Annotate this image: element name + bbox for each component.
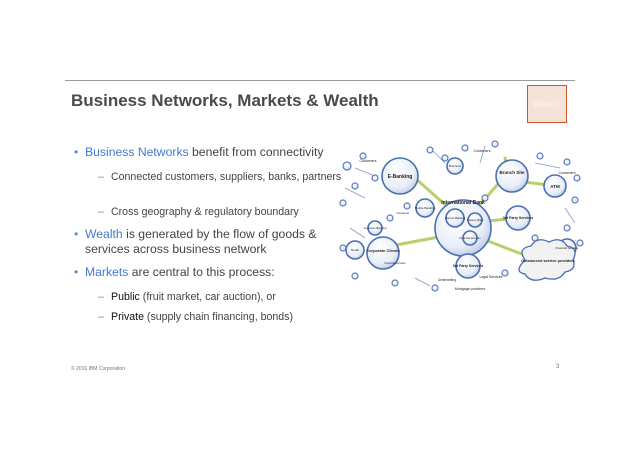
business-label: Business	[449, 164, 462, 168]
bullet-wealth: • Wealth is generated by the flow of goo…	[74, 227, 317, 256]
mobile-banking-label: Mobile Banking	[415, 206, 436, 210]
business-node	[446, 157, 464, 175]
third-party-2-label: 3rd Party Services	[453, 264, 484, 268]
bullet-text: is generated by the flow of goods & serv…	[85, 227, 317, 256]
bullet-text: benefit from connectivity	[188, 145, 324, 159]
big-nodes	[345, 157, 577, 279]
treasury-label: Treasury Bank	[467, 218, 484, 222]
sub-bullet-text: (supply chain financing, bonds)	[143, 311, 293, 323]
node-labels: E-Banking Branch Site ATM International …	[351, 149, 579, 291]
mortgage-label: Mortgage providers	[455, 287, 485, 291]
financial-services-label: Financial Services	[556, 246, 579, 250]
internet-banking-label: Internet Banking	[445, 216, 466, 220]
title-rule	[65, 80, 575, 81]
bullet-text: are central to this process:	[128, 265, 275, 279]
sub-bullet-highlight: Private	[111, 311, 144, 323]
what-badge: What?	[527, 85, 567, 123]
small-nodes	[339, 140, 584, 292]
customers-label: Customers	[559, 171, 576, 175]
customer-label: Customer	[396, 211, 409, 215]
international-bank-label: International Bank	[441, 200, 485, 206]
customer-banking-node	[367, 220, 383, 236]
financial-services-label: Financial Services	[459, 236, 481, 240]
slide-title: Business Networks, Markets & Wealth	[71, 91, 379, 110]
bullet-highlight: Markets	[85, 265, 129, 279]
sub-bullet-geography: – Cross geography & regulatory boundary	[98, 206, 348, 220]
retail-node	[345, 240, 365, 260]
retail-label: Retail	[351, 248, 359, 252]
outsourced-cloud	[518, 239, 576, 281]
sub-bullet-private: – Private (supply chain financing, bonds…	[98, 311, 293, 323]
third-party-2-node	[455, 253, 481, 279]
customers-label: Customers	[360, 159, 377, 163]
legal-label: Legal Services	[480, 275, 503, 279]
bank-network-diagram: E-Banking Branch Site ATM International …	[339, 140, 584, 292]
customers-label: Customers	[474, 149, 491, 153]
ebanking-label: E-Banking	[388, 174, 413, 180]
page-number: 3	[556, 364, 560, 370]
bullet-highlight: Wealth	[85, 227, 123, 241]
third-party-node	[505, 205, 531, 231]
sub-bullet-text: Cross geography & regulatory boundary	[111, 206, 299, 218]
financial-services-label: Financial Services	[384, 261, 406, 265]
outsourced-label: Outsourced service providers	[521, 259, 575, 263]
sub-bullet-connected: – Connected customers, suppliers, banks,…	[98, 171, 348, 185]
inner-node-1	[445, 208, 465, 228]
sub-bullet-text: (fruit market, car auction), or	[139, 291, 276, 303]
corporate-clients-node	[366, 236, 400, 270]
copyright-footer: © 2016 IBM Corporation	[71, 366, 125, 372]
international-bank-node	[434, 199, 492, 257]
bullet-markets: • Markets are central to this process:	[74, 265, 275, 279]
branch-label: Branch Site	[499, 170, 525, 175]
inner-node-3	[462, 230, 478, 246]
corporate-clients-label: Corporate Clients	[366, 248, 400, 253]
underwriting-label: Underwriting	[438, 278, 456, 282]
mobile-banking-node	[415, 198, 435, 218]
third-party-label: 3rd Party Services	[503, 216, 534, 220]
sub-bullet-text: Connected customers, suppliers, banks, p…	[111, 171, 342, 183]
sub-bullet-public: – Public (fruit market, car auction), or	[98, 291, 276, 303]
customer-banking-label: Customer Banking	[363, 226, 386, 230]
branch-node	[495, 159, 529, 193]
inner-node-2	[467, 212, 483, 228]
atm-label: ATM	[550, 184, 560, 189]
ebanking-node	[381, 157, 419, 195]
sub-bullet-highlight: Public	[111, 291, 140, 303]
atm-node	[543, 174, 567, 198]
bullet-highlight: Business Networks	[85, 145, 189, 159]
bullet-business-networks: • Business Networks benefit from connect…	[74, 145, 324, 159]
